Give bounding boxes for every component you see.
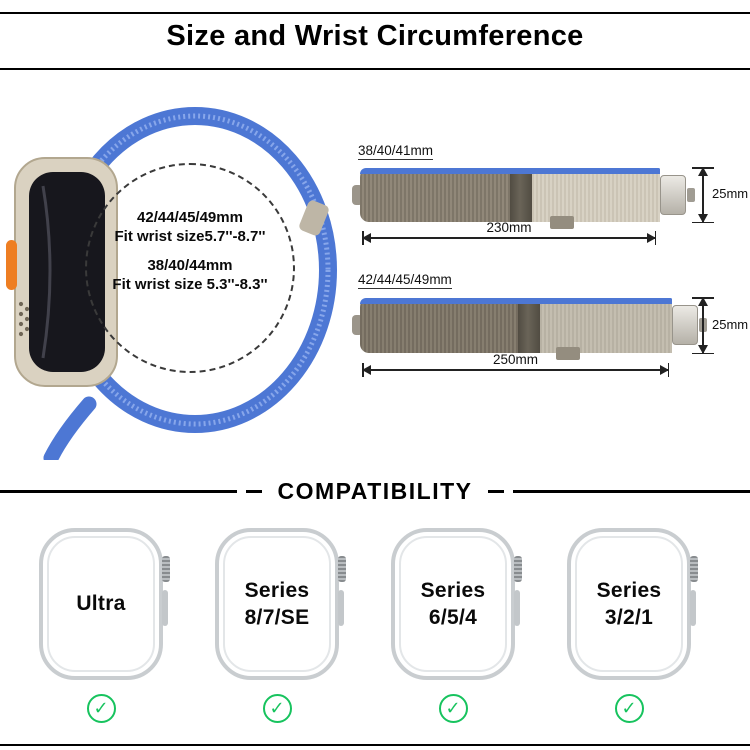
length-arrow-icon — [362, 363, 669, 377]
small-sizes-label: 38/40/44mm — [147, 256, 233, 274]
compatibility-title: COMPATIBILITY — [277, 478, 473, 504]
watch-outline: Series 3/2/1 — [567, 528, 698, 680]
length-label: 230mm — [486, 220, 532, 235]
check-icon: ✓ — [438, 694, 468, 723]
side-button-icon — [162, 590, 168, 626]
large-fit-label: Fit wrist size5.7''-8.7'' — [114, 228, 266, 245]
watch-outline: Series 8/7/SE — [215, 528, 346, 680]
band-buckle — [510, 168, 532, 222]
spacer — [112, 247, 267, 256]
large-sizes-label: 42/44/45/49mm — [137, 208, 243, 226]
wrist-size-circle: 42/44/45/49mm Fit wrist size5.7''-8.7'' … — [85, 163, 295, 373]
band-graphic — [352, 168, 695, 229]
watch-screen-bezel — [575, 536, 683, 672]
page-title: Size and Wrist Circumference — [166, 20, 584, 52]
length-arrow-icon — [362, 231, 656, 245]
watch-model-ultra: Ultra ✓ — [39, 528, 170, 723]
crown-icon — [338, 556, 346, 582]
band-size-label: 42/44/45/49mm — [358, 272, 452, 289]
band-lug-pin — [687, 188, 695, 202]
band-lug-adapter — [660, 175, 686, 215]
divider-line — [513, 490, 750, 493]
side-button-icon — [690, 590, 696, 626]
watch-model-label: Series 6/5/4 — [395, 532, 511, 676]
header-divider — [0, 68, 750, 70]
watch-outline: Ultra — [39, 528, 170, 680]
band-tail — [43, 396, 97, 460]
band-buckle — [518, 298, 540, 353]
wrist-size-text: 42/44/45/49mm Fit wrist size5.7''-8.7'' … — [112, 208, 267, 295]
check-icon: ✓ — [86, 694, 116, 723]
side-button-icon — [514, 590, 520, 626]
band-end-loop — [352, 315, 363, 335]
side-button-icon — [338, 590, 344, 626]
watch-model-series-8-7-se: Series 8/7/SE ✓ — [215, 528, 346, 723]
watch-screen-bezel — [47, 536, 155, 672]
band-blue-stripe — [360, 168, 660, 174]
band-pull-tab — [550, 216, 574, 229]
band-hook — [299, 200, 329, 236]
model-name-line: 8/7/SE — [244, 606, 310, 629]
length-label: 250mm — [492, 352, 538, 367]
small-fit-label: Fit wrist size 5.3''-8.3'' — [112, 276, 268, 293]
band-blue-stripe — [360, 298, 672, 304]
divider-line — [0, 490, 237, 493]
watch-outline: Series 6/5/4 — [391, 528, 522, 680]
band-end-loop — [352, 185, 363, 205]
crown-icon — [690, 556, 698, 582]
band-left-section — [360, 168, 510, 222]
model-name-line: Ultra — [76, 592, 126, 616]
watch-screen-bezel — [223, 536, 331, 672]
band-right-section — [540, 300, 672, 353]
band-pull-tab — [556, 347, 580, 360]
compatible-models-row: Ultra ✓ Series 8/7/SE ✓ — [0, 528, 750, 723]
watch-ultra-illustration — [6, 107, 337, 460]
check-icon: ✓ — [262, 694, 292, 723]
band-left-section — [360, 298, 518, 353]
crown-icon — [514, 556, 522, 582]
band-diagram-small: 38/40/41mm 25mm 230mm — [352, 143, 750, 261]
model-name-line: Series — [596, 578, 662, 602]
crown-icon — [162, 556, 170, 582]
width-arrow-icon — [692, 167, 714, 223]
model-name-line: 6/5/4 — [428, 606, 478, 629]
divider-dash — [488, 490, 505, 493]
divider-dash — [245, 490, 262, 493]
width-label: 25mm — [712, 186, 749, 201]
model-name-line: 3/2/1 — [604, 606, 654, 629]
watch-model-series-3-2-1: Series 3/2/1 ✓ — [567, 528, 698, 723]
width-label: 25mm — [712, 317, 749, 332]
band-size-label: 38/40/41mm — [358, 143, 434, 160]
compatibility-header: COMPATIBILITY — [0, 478, 750, 505]
screen-reflection — [41, 185, 52, 359]
check-icon: ✓ — [614, 694, 644, 723]
watch-model-label: Series 3/2/1 — [571, 532, 687, 676]
band-diagram-large: 42/44/45/49mm 25mm 250mm — [352, 272, 750, 390]
width-arrow-icon — [692, 297, 714, 354]
bottom-divider — [0, 744, 750, 746]
model-name-line: Series — [420, 578, 486, 602]
band-lug-adapter — [672, 305, 698, 345]
band-graphic — [352, 298, 707, 360]
watch-model-series-6-5-4: Series 6/5/4 ✓ — [391, 528, 522, 723]
top-divider — [0, 12, 750, 14]
watch-screen-bezel — [399, 536, 507, 672]
action-button-icon — [6, 240, 17, 290]
watch-model-label: Series 8/7/SE — [219, 532, 335, 676]
model-name-line: Series — [244, 578, 310, 602]
watch-model-label: Ultra — [43, 532, 159, 676]
speaker-holes-icon — [18, 301, 30, 337]
band-right-section — [532, 170, 660, 222]
